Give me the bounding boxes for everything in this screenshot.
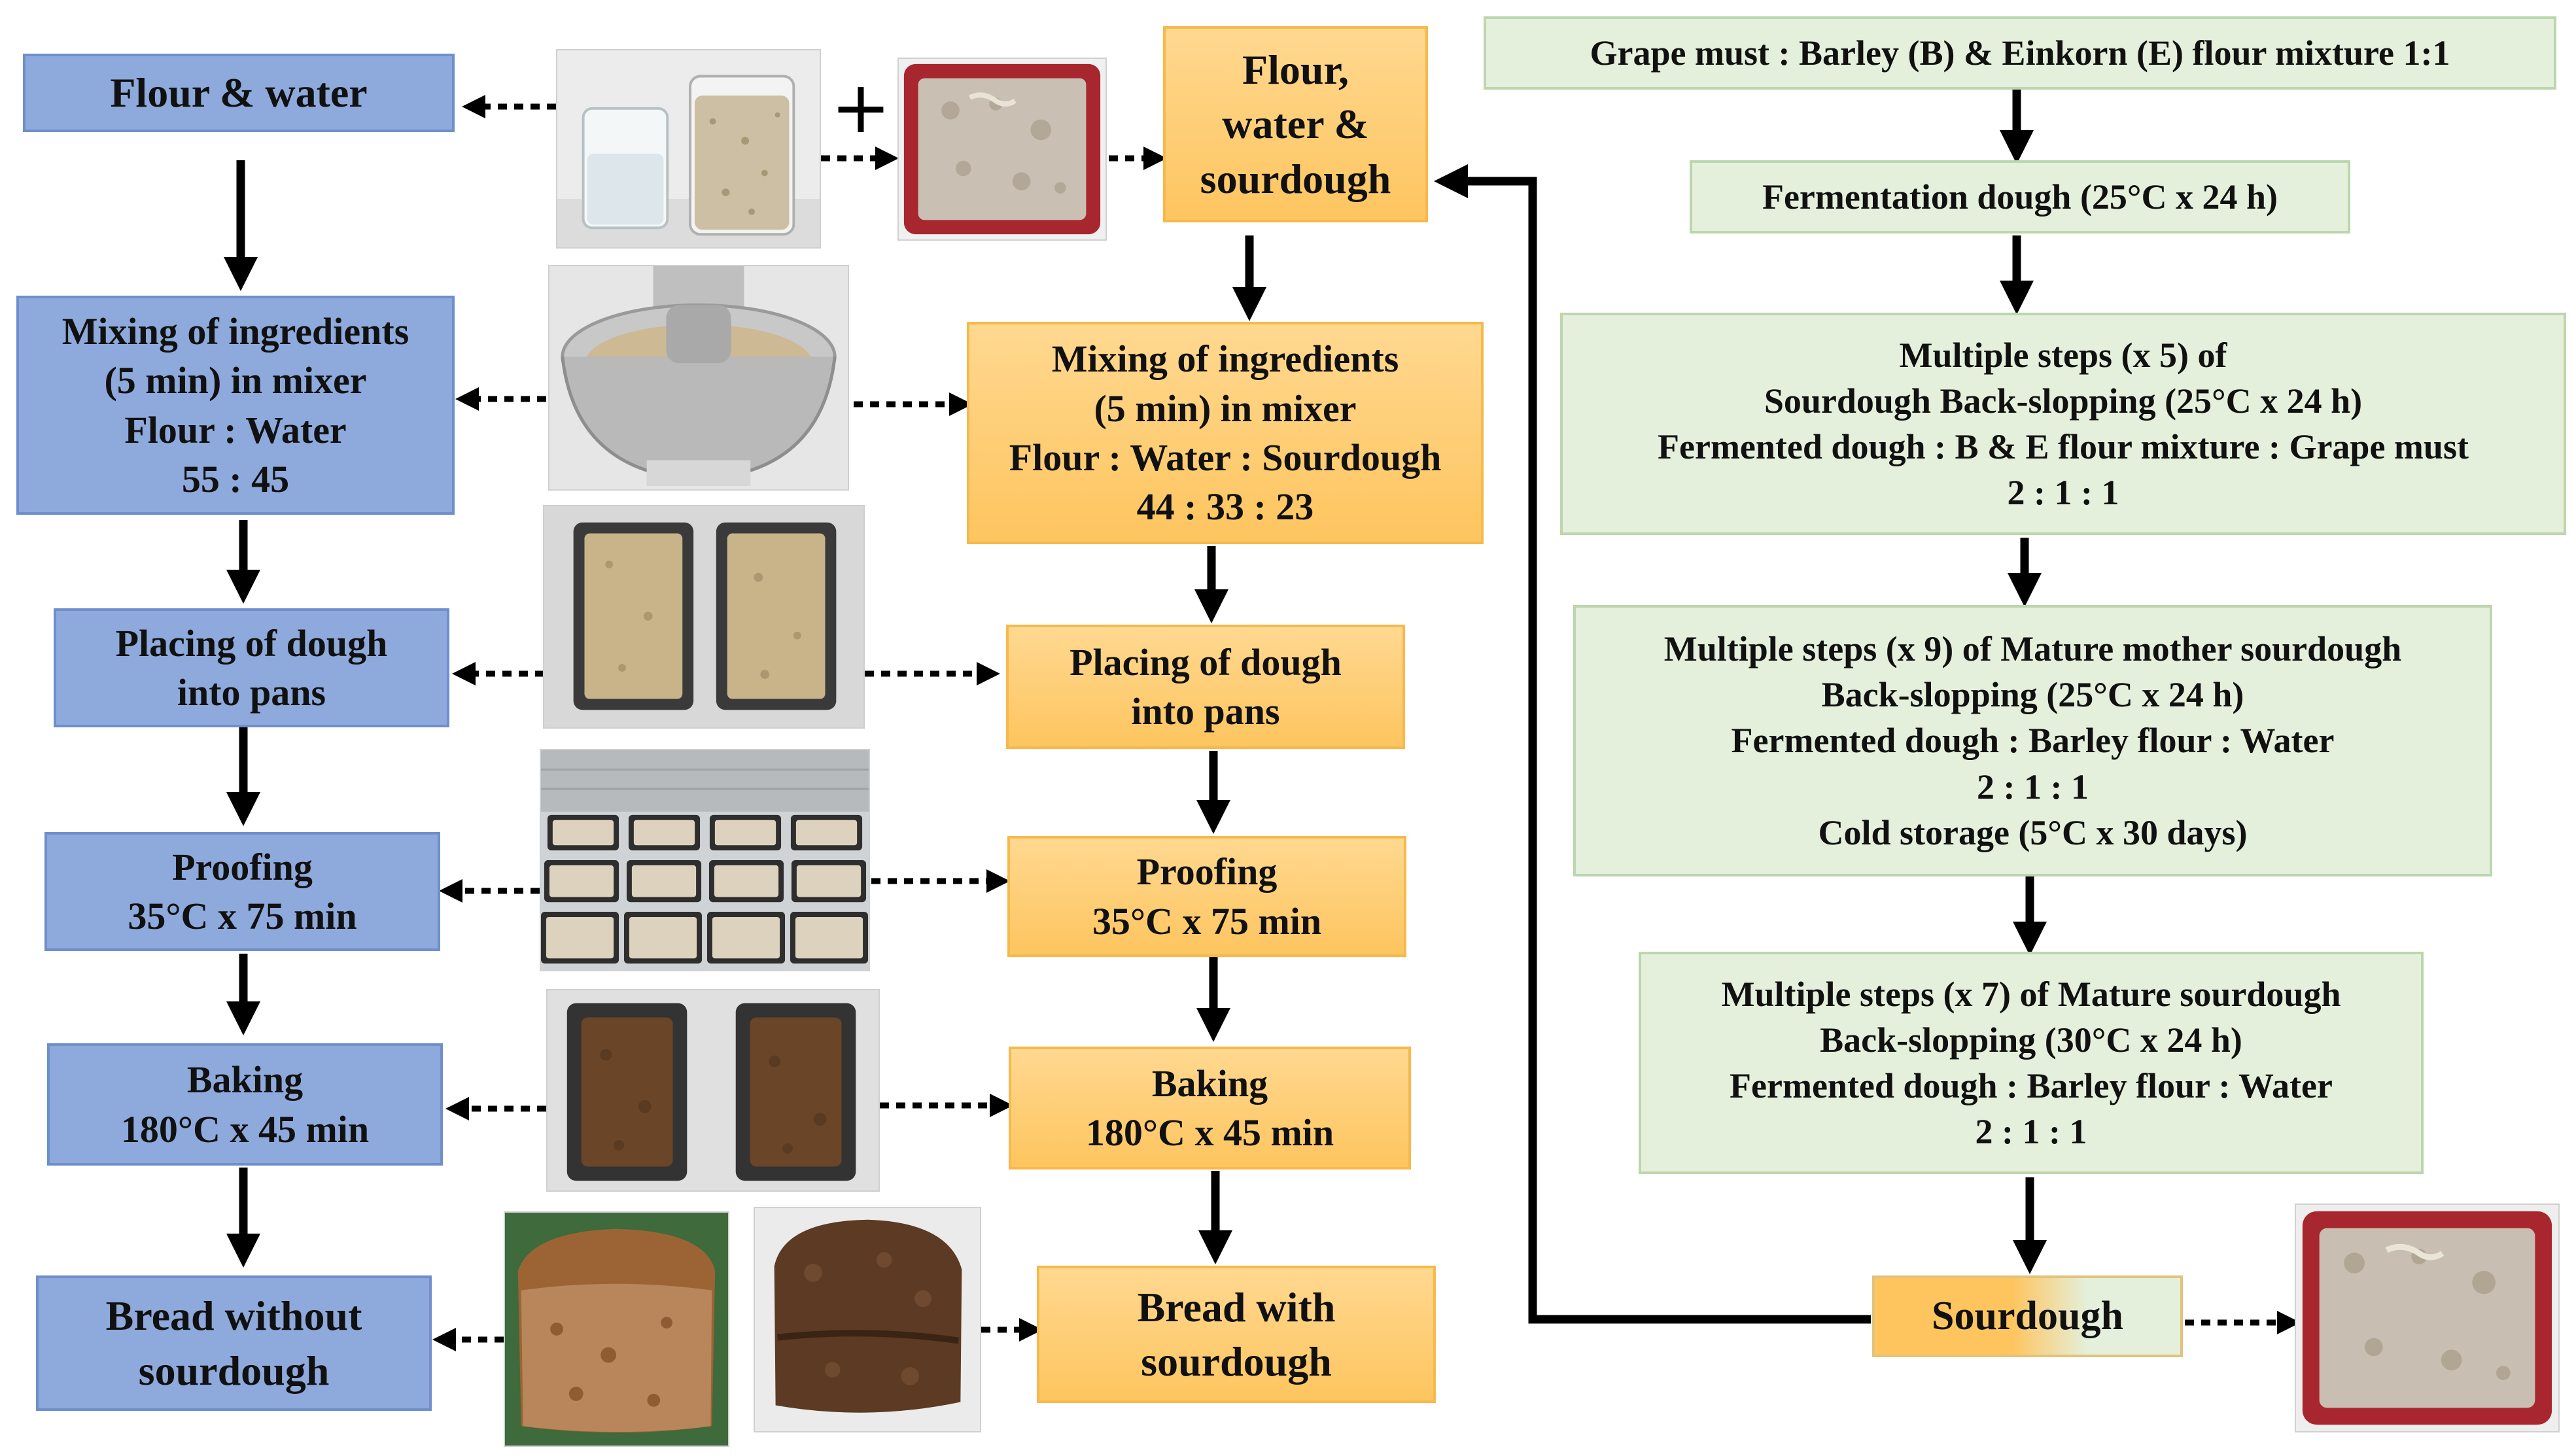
placing-with-box: Placing of dough into pans [1006, 625, 1405, 749]
flour-water-photo [556, 49, 821, 249]
flour-water-label: Flour & water [110, 69, 368, 116]
flow-arrows-sourdough-preparation [2000, 90, 2047, 1274]
flour-water-sourdough-box: Flour, water & sourdough [1163, 26, 1428, 222]
sourdough-tray-photo [897, 58, 1107, 241]
baking-with-box: Baking 180°C x 45 min [1009, 1047, 1411, 1170]
proofing-with-box: Proofing 35°C x 75 min [1007, 836, 1406, 957]
mixing-with-box: Mixing of ingredients (5 min) in mixer F… [967, 322, 1484, 544]
mixer-bowl-photo [548, 265, 849, 491]
back-slopping-x7-box: Multiple steps (x 7) of Mature sourdough… [1639, 952, 2424, 1174]
fermentation-dough-box: Fermentation dough (25°C x 24 h) [1690, 160, 2350, 234]
baking-without-box: Baking 180°C x 45 min [47, 1043, 443, 1166]
sourdough-box: Sourdough [1872, 1275, 2183, 1357]
sourdough-tray-final-photo [2295, 1204, 2560, 1432]
bread-without-sourdough-box: Bread without sourdough [36, 1275, 432, 1411]
proofing-without-box: Proofing 35°C x 75 min [44, 832, 440, 951]
bread-with-sourdough-box: Bread with sourdough [1037, 1266, 1436, 1403]
dough-pans-photo [543, 505, 865, 729]
bread-with-photo [754, 1207, 981, 1432]
back-slopping-x5-box: Multiple steps (x 5) of Sourdough Back-s… [1560, 313, 2566, 535]
proofing-cabinet-photo [540, 749, 870, 971]
plus-sign: + [831, 65, 891, 149]
sourdough-feedback-arrow [1434, 164, 1871, 1324]
flour-water-box: Flour & water [23, 54, 455, 132]
mixing-without-box: Mixing of ingredients (5 min) in mixer F… [16, 296, 455, 515]
photo-link-arrows [432, 95, 2301, 1351]
grape-must-box: Grape must : Barley (B) & Einkorn (E) fl… [1484, 16, 2556, 90]
bread-without-photo [504, 1211, 729, 1447]
flow-arrows-without-sourdough [224, 160, 260, 1268]
back-slopping-x9-box: Multiple steps (x 9) of Mature mother so… [1573, 605, 2492, 876]
placing-without-box: Placing of dough into pans [54, 608, 449, 727]
baked-loaves-photo [546, 989, 880, 1192]
flow-arrows-with-sourdough [1194, 235, 1266, 1264]
